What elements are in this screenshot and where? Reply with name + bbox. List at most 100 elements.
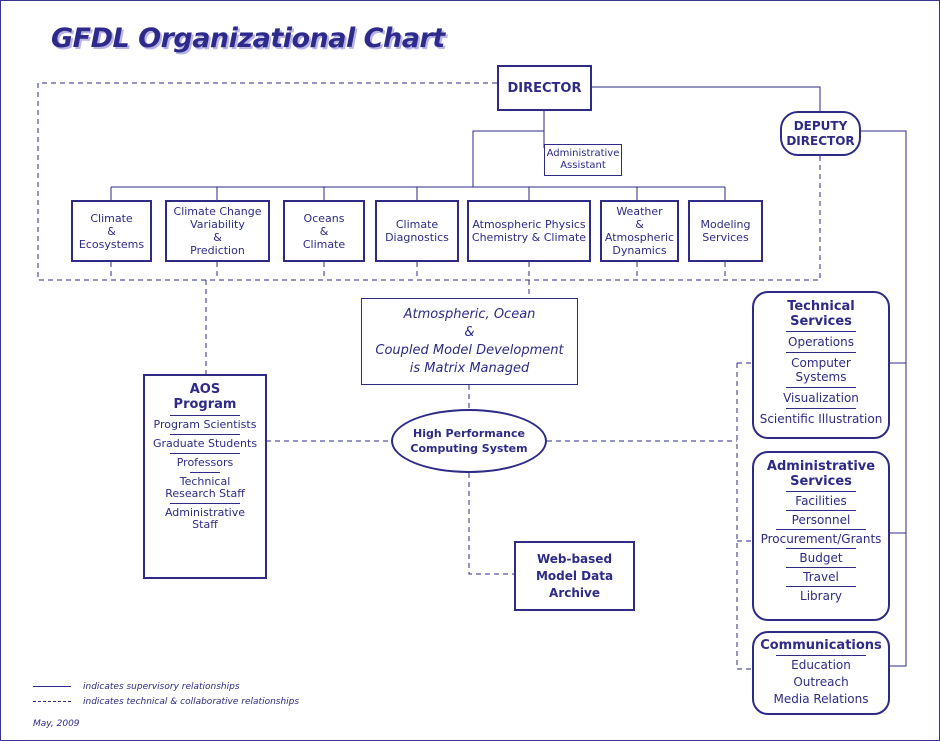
- matrix-line: is Matrix Managed: [409, 360, 530, 376]
- legend-dashed-label: indicates technical & collaborative rela…: [83, 697, 300, 707]
- hpcs-line: Computing System: [410, 442, 528, 455]
- aos-title-line: Program: [173, 397, 237, 412]
- admin-item: Travel: [803, 570, 839, 584]
- deputy-director-line: DEPUTY: [793, 118, 848, 133]
- division-climate-change: Climate Change Variability & Prediction: [165, 200, 270, 262]
- archive-line: Web-based: [536, 551, 613, 566]
- director-box: DIRECTOR: [497, 65, 592, 111]
- division-line: Climate: [395, 218, 439, 231]
- division-line: Atmospheric: [604, 231, 675, 244]
- division-line: Oceans: [303, 211, 345, 225]
- division-line: &: [319, 224, 329, 238]
- tech-title-line: Technical: [787, 299, 855, 314]
- divider: [786, 510, 856, 511]
- divider: [786, 548, 856, 549]
- comm-item: Outreach: [793, 675, 849, 689]
- deputy-director-line: DIRECTOR: [786, 133, 855, 148]
- tech-item: Operations: [788, 335, 854, 349]
- division-line: Climate: [90, 211, 133, 225]
- legend-dashed: indicates technical & collaborative rela…: [33, 697, 299, 707]
- legend-solid: indicates supervisory relationships: [33, 682, 240, 692]
- admin-item: Library: [800, 589, 842, 603]
- division-line: Chemistry & Climate: [471, 231, 587, 244]
- admin-item: Personnel: [791, 513, 851, 527]
- administrative-services-panel: Administrative Services Facilities Perso…: [752, 451, 890, 621]
- comm-title: Communications: [760, 638, 882, 653]
- division-climate-diagnostics: Climate Diagnostics: [375, 200, 459, 262]
- divider: [786, 491, 856, 492]
- division-climate-ecosystems: Climate & Ecosystems: [71, 200, 152, 262]
- director-label: DIRECTOR: [507, 80, 582, 96]
- admin-item: Procurement/Grants: [760, 532, 882, 546]
- aos-item: Professors: [176, 456, 234, 469]
- division-line: Dynamics: [612, 244, 667, 257]
- aos-title-line: AOS: [189, 382, 221, 397]
- admin-title-line: Services: [790, 474, 852, 489]
- admin-assistant-line: Assistant: [560, 160, 606, 171]
- division-line: Climate Change: [173, 205, 262, 218]
- matrix-line: Atmospheric, Ocean: [403, 306, 536, 322]
- matrix-line: &: [464, 324, 475, 340]
- hpcs-ellipse: High Performance Computing System: [391, 409, 547, 473]
- tech-item: Visualization: [783, 391, 859, 405]
- admin-title-line: Administrative: [766, 459, 876, 474]
- comm-item: Education: [791, 658, 851, 672]
- division-line: Services: [702, 231, 749, 244]
- divider: [776, 529, 866, 530]
- divider: [170, 415, 240, 416]
- chart-title: GFDL Organizational Chart: [51, 23, 445, 54]
- archive-line: Archive: [549, 585, 600, 600]
- division-line: &: [107, 224, 116, 238]
- deputy-director-box: DEPUTY DIRECTOR: [780, 111, 861, 156]
- division-line: Diagnostics: [385, 231, 449, 244]
- comm-item: Media Relations: [773, 692, 869, 706]
- division-line: &: [213, 231, 222, 244]
- aos-item: Graduate Students: [152, 437, 258, 450]
- division-line: Ecosystems: [78, 237, 145, 251]
- aos-item: Program Scientists: [153, 418, 257, 431]
- division-weather-dynamics: Weather & Atmospheric Dynamics: [600, 200, 679, 262]
- divider: [170, 453, 240, 454]
- division-line: Prediction: [190, 244, 245, 257]
- divider: [786, 567, 856, 568]
- division-line: Variability: [190, 218, 245, 231]
- division-atmospheric-physics: Atmospheric Physics Chemistry & Climate: [467, 200, 591, 262]
- divider: [786, 408, 856, 409]
- solid-line-sample: [33, 686, 71, 687]
- matrix-line: Coupled Model Development: [375, 342, 564, 358]
- divider: [786, 331, 856, 332]
- legend-solid-label: indicates supervisory relationships: [83, 682, 240, 692]
- administrative-assistant-box: Administrative Assistant: [544, 144, 622, 176]
- divider: [786, 352, 856, 353]
- divider: [190, 472, 220, 473]
- tech-title-line: Services: [790, 314, 852, 329]
- admin-item: Facilities: [795, 494, 847, 508]
- aos-program-box: AOS Program Program Scientists Graduate …: [143, 374, 267, 579]
- dashed-line-sample: [33, 701, 71, 702]
- division-modeling-services: Modeling Services: [688, 200, 763, 262]
- division-line: &: [635, 218, 644, 231]
- archive-line: Model Data: [535, 568, 614, 583]
- divider: [776, 655, 866, 656]
- web-archive-box: Web-based Model Data Archive: [514, 541, 635, 611]
- division-line: Weather: [616, 205, 663, 218]
- chart-date: May, 2009: [33, 719, 80, 729]
- matrix-managed-note: Atmospheric, Ocean & Coupled Model Devel…: [361, 298, 578, 385]
- division-line: Modeling: [700, 218, 751, 231]
- division-line: Climate: [302, 237, 346, 251]
- division-oceans-climate: Oceans & Climate: [283, 200, 365, 262]
- divider: [786, 387, 856, 388]
- hpcs-line: High Performance: [413, 427, 525, 440]
- admin-item: Budget: [799, 551, 843, 565]
- admin-assistant-line: Administrative: [546, 148, 620, 159]
- divider: [786, 586, 856, 587]
- divider: [170, 503, 240, 504]
- communications-panel: Communications Education Outreach Media …: [752, 631, 890, 715]
- tech-item: Scientific Illustration: [759, 412, 883, 426]
